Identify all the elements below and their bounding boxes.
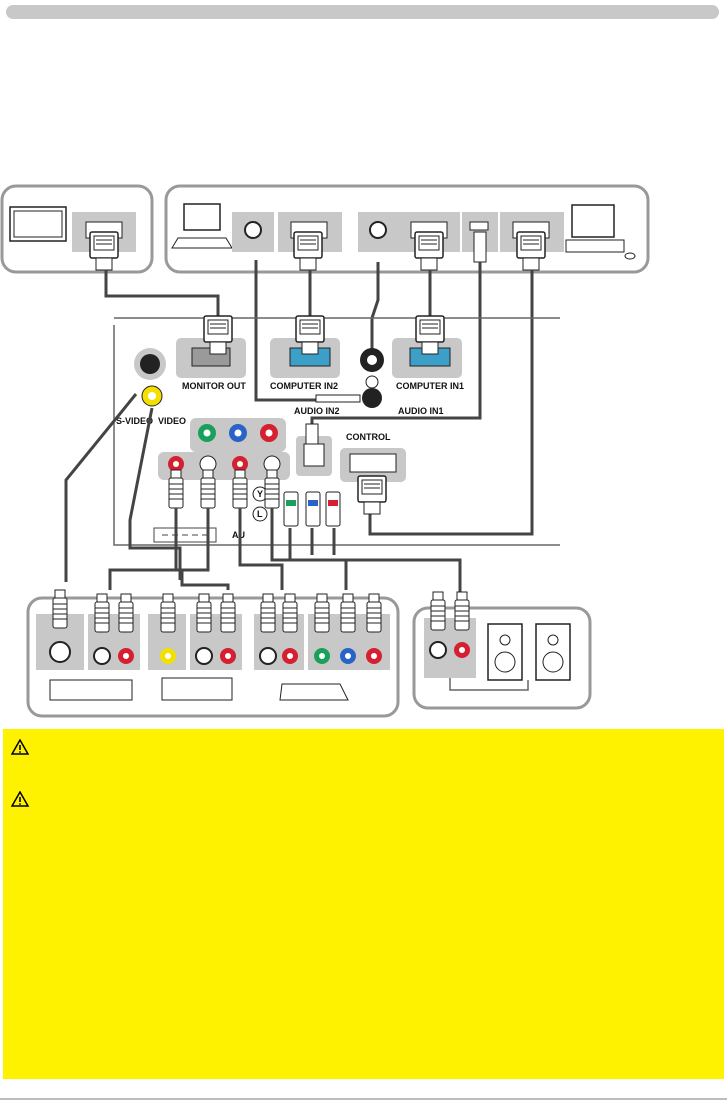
computer-in1-label: COMPUTER IN1 (396, 381, 464, 391)
warning-triangle-icon (11, 791, 29, 807)
audio-in1-label: AUDIO IN1 (398, 406, 444, 416)
computer-in2-label: COMPUTER IN2 (270, 381, 338, 391)
bottom-rule (0, 1098, 727, 1100)
monitor-out-label: MONITOR OUT (182, 381, 246, 391)
computer-sources-box (164, 184, 650, 274)
caution-item (11, 791, 29, 807)
audio-in2-label: AUDIO IN2 (294, 406, 340, 416)
speakers-box (412, 591, 592, 710)
s-video-label: S-VIDEO (116, 416, 153, 426)
component-y-label: Y (257, 489, 263, 499)
header-bar (6, 5, 719, 19)
control-label: CONTROL (346, 432, 391, 442)
video-label: VIDEO (158, 416, 186, 426)
connection-diagram: MONITOR OUT COMPUTER IN2 AUDIO IN2 AUDIO… (0, 184, 650, 718)
caution-box (3, 729, 724, 1079)
component-plugs (283, 491, 341, 527)
caution-item (11, 739, 29, 755)
projector-panel: MONITOR OUT COMPUTER IN2 AUDIO IN2 AUDIO… (113, 315, 560, 546)
video-sources-box (26, 589, 400, 718)
warning-triangle-icon (11, 739, 29, 755)
lower-cables (64, 393, 462, 592)
monitor-source-box (0, 184, 154, 274)
component-l-label: L (257, 509, 263, 519)
